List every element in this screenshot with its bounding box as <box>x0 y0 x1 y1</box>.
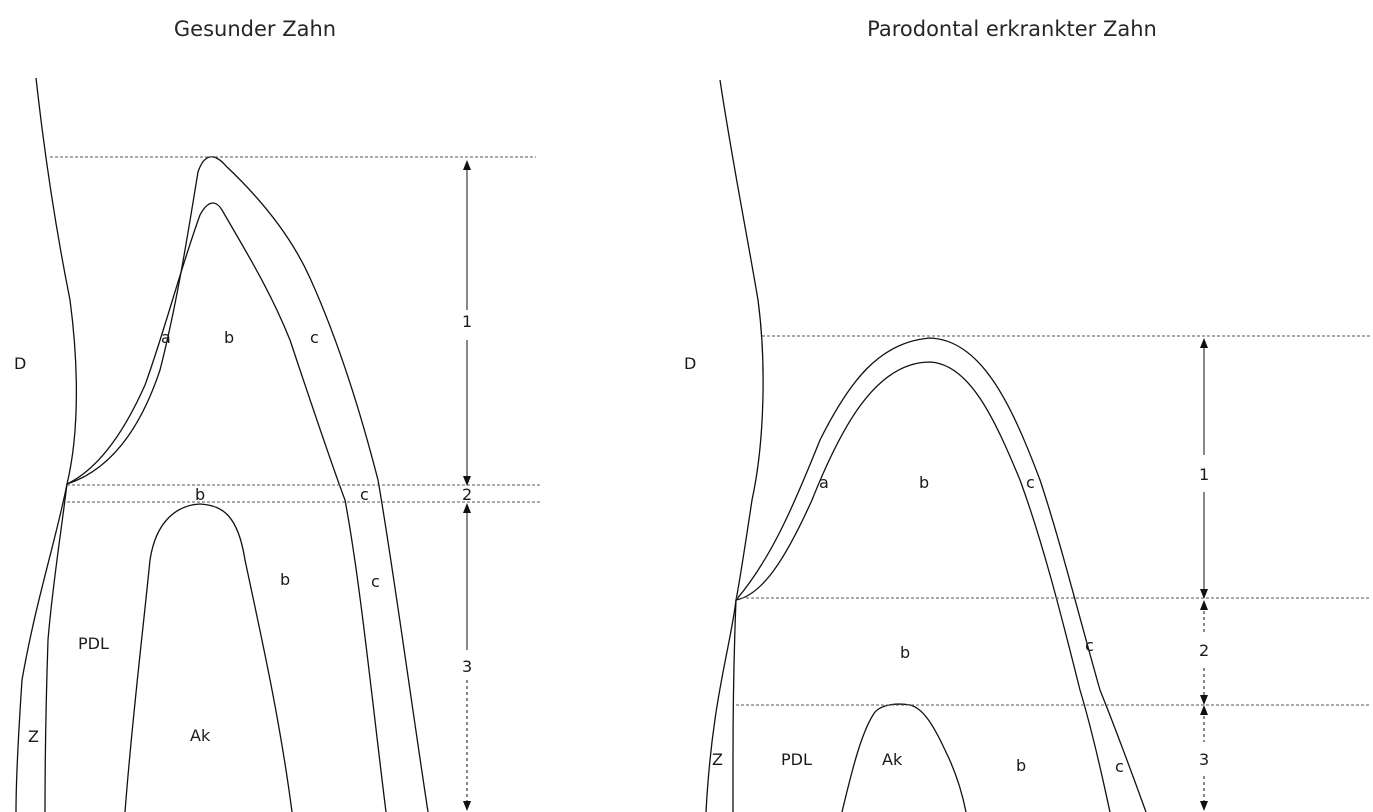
label-PDL: PDL <box>78 634 109 653</box>
label-c-crest: c <box>310 328 319 347</box>
panel-title-diseased: Parodontal erkrankter Zahn <box>867 17 1157 41</box>
label-b-crest: b <box>224 328 234 347</box>
label-c-pdl: c <box>371 572 380 591</box>
label-c-pdl: c <box>1115 757 1124 776</box>
measure-label-1: 1 <box>1199 465 1209 484</box>
gingiva-outer-contour <box>66 156 429 812</box>
gingiva-outer-contour <box>735 337 1147 812</box>
label-c-crest: c <box>1026 473 1035 492</box>
label-c-gap: c <box>1085 636 1094 655</box>
panel-healthy: Gesunder Zahn 1 2 3 D a b c b c b c PDL … <box>14 17 540 812</box>
label-c-gap: c <box>360 485 369 504</box>
measure-label-3: 3 <box>1199 750 1209 769</box>
label-b-crest: b <box>919 473 929 492</box>
label-b-pdl: b <box>280 570 290 589</box>
label-b-pdl: b <box>1016 756 1026 775</box>
gingiva-inner-contour <box>735 361 1111 812</box>
alveolar-bone-contour <box>841 703 967 812</box>
root-cementum-line <box>44 483 68 812</box>
label-D: D <box>14 354 26 373</box>
tooth-surface-line <box>705 79 764 812</box>
label-b-gap: b <box>195 485 205 504</box>
label-a: a <box>161 328 171 347</box>
label-b-gap: b <box>900 643 910 662</box>
measure-label-3: 3 <box>462 657 472 676</box>
measure-label-1: 1 <box>462 312 472 331</box>
label-Ak: Ak <box>190 726 211 745</box>
panel-title-healthy: Gesunder Zahn <box>174 17 336 41</box>
label-Z: Z <box>712 750 723 769</box>
measure-label-2: 2 <box>1199 641 1209 660</box>
label-Z: Z <box>28 727 39 746</box>
label-a: a <box>819 473 829 492</box>
label-Ak: Ak <box>882 750 903 769</box>
root-cementum-line <box>732 599 737 812</box>
measure-label-2: 2 <box>462 485 472 504</box>
alveolar-bone-contour <box>124 503 293 812</box>
label-D: D <box>684 354 696 373</box>
label-PDL: PDL <box>781 750 812 769</box>
gingiva-inner-contour <box>66 202 387 812</box>
panel-diseased: Parodontal erkrankter Zahn 1 2 3 D a b c… <box>684 17 1370 812</box>
